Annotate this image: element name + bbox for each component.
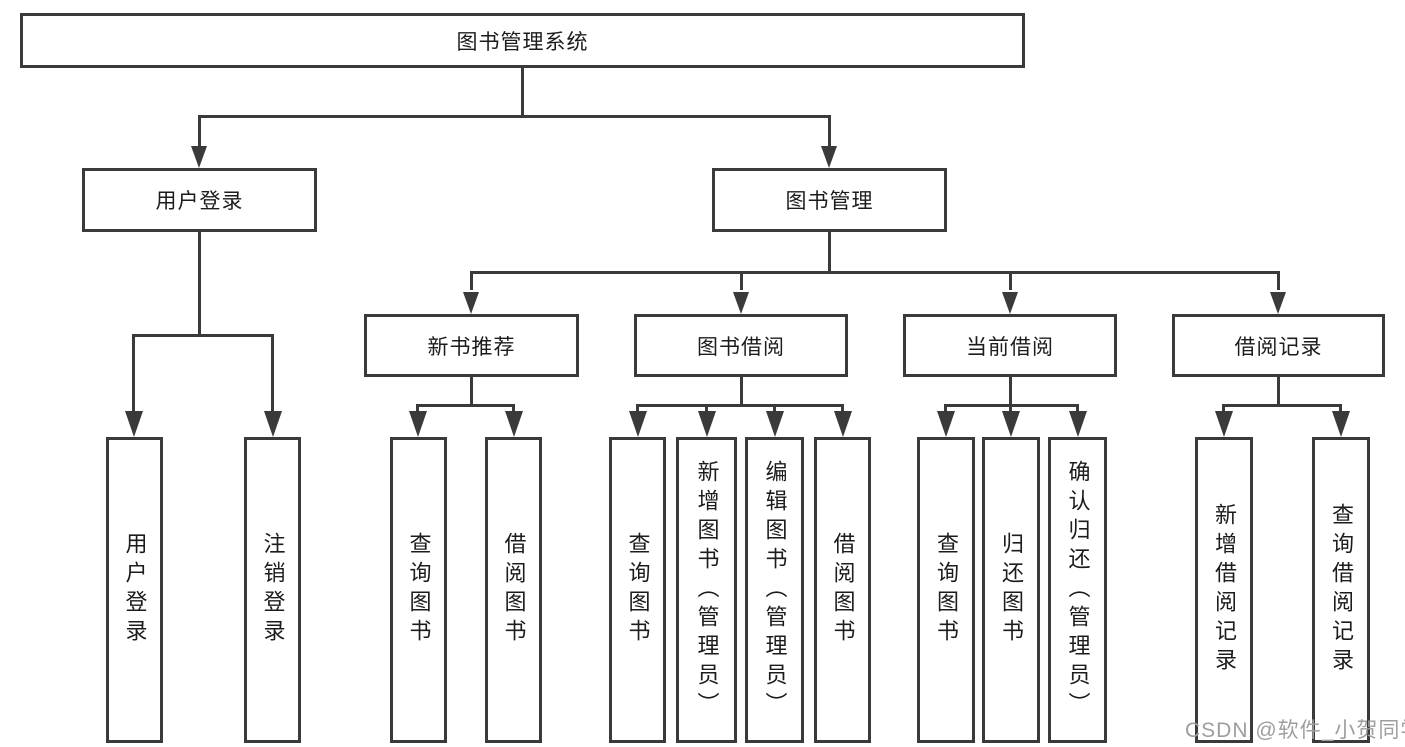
arrow-down-icon	[937, 411, 955, 437]
leaf-cb-query-books: 查询图书	[917, 437, 975, 743]
leaf-nb-borrow-books: 借阅图书	[485, 437, 542, 743]
arrow-down-icon	[766, 411, 784, 437]
arrow-down-icon	[1270, 292, 1286, 314]
node-current-borrow: 当前借阅	[903, 314, 1117, 377]
connector-drop-current-borrow	[1009, 271, 1012, 290]
connector-br-stem	[1277, 377, 1280, 406]
arrow-down-icon	[733, 292, 749, 314]
leaf-user-login-action: 用户登录	[106, 437, 163, 743]
connector-drop-borrow-records	[1277, 271, 1280, 290]
node-book-borrow: 图书借阅	[634, 314, 848, 377]
leaf-bb-add-books-admin-label: 新增图书（管理员）	[694, 459, 720, 721]
leaf-bb-edit-books-admin: 编辑图书（管理员）	[745, 437, 804, 743]
leaf-bb-query-books: 查询图书	[609, 437, 666, 743]
arrow-down-icon	[1069, 411, 1087, 437]
leaf-cb-confirm-return-admin: 确认归还（管理员）	[1048, 437, 1107, 743]
leaf-user-login-action-label: 用户登录	[122, 532, 148, 648]
node-user-login: 用户登录	[82, 168, 317, 232]
connector-drop-nb-query	[416, 404, 419, 413]
connector-nb-split	[416, 404, 515, 407]
connector-drop-new-books	[470, 271, 473, 290]
node-book-mgmt: 图书管理	[712, 168, 947, 232]
node-new-books-label: 新书推荐	[427, 335, 516, 359]
arrow-down-icon	[463, 292, 479, 314]
leaf-cb-query-books-label: 查询图书	[934, 532, 959, 648]
leaf-nb-query-books: 查询图书	[390, 437, 447, 743]
leaf-nb-query-books-label: 查询图书	[406, 532, 432, 648]
node-book-mgmt-label: 图书管理	[785, 190, 874, 213]
connector-cb-stem	[1009, 377, 1012, 406]
connector-drop-logout-leaf	[271, 334, 274, 411]
arrow-down-icon	[834, 411, 852, 437]
node-book-borrow-label: 图书借阅	[697, 335, 785, 359]
node-current-borrow-label: 当前借阅	[966, 335, 1054, 359]
leaf-cb-return-books: 归还图书	[982, 437, 1040, 743]
node-borrow-records-label: 借阅记录	[1234, 335, 1323, 359]
connector-drop-br-query	[1339, 404, 1342, 413]
connector-drop-bb-edit	[773, 404, 776, 413]
leaf-nb-borrow-books-label: 借阅图书	[501, 532, 527, 648]
leaf-br-query-record: 查询借阅记录	[1312, 437, 1370, 743]
arrow-down-icon	[629, 411, 647, 437]
connector-book-split	[470, 271, 1280, 274]
connector-drop-login-leaf	[132, 334, 135, 411]
leaf-bb-borrow-books-label: 借阅图书	[830, 532, 856, 648]
node-root-label: 图书管理系统	[456, 30, 589, 54]
connector-drop-bb-borrow	[841, 404, 844, 413]
connector-book-stem	[828, 232, 831, 273]
leaf-br-add-record-label: 新增借阅记录	[1212, 503, 1237, 677]
leaf-logout-action-label: 注销登录	[260, 532, 286, 648]
connector-drop-cb-return	[1009, 404, 1012, 413]
connector-bb-split	[636, 404, 843, 407]
arrow-down-icon	[125, 411, 143, 437]
connector-br-split	[1222, 404, 1342, 407]
arrow-down-icon	[1215, 411, 1233, 437]
connector-bb-stem	[740, 377, 743, 406]
leaf-cb-return-books-label: 归还图书	[999, 532, 1024, 648]
connector-root-stem	[521, 68, 524, 117]
connector-user-split	[132, 334, 274, 337]
connector-drop-cb-confirm	[1076, 404, 1079, 413]
leaf-br-add-record: 新增借阅记录	[1195, 437, 1253, 743]
connector-drop-br-add	[1222, 404, 1225, 413]
leaf-cb-confirm-return-admin-label: 确认归还（管理员）	[1065, 459, 1091, 721]
arrow-down-icon	[191, 146, 207, 168]
arrow-down-icon	[1332, 411, 1350, 437]
connector-drop-bb-query	[636, 404, 639, 413]
node-borrow-records: 借阅记录	[1172, 314, 1385, 377]
connector-drop-user-login	[198, 115, 201, 146]
connector-nb-stem	[470, 377, 473, 406]
arrow-down-icon	[505, 411, 523, 437]
leaf-logout-action: 注销登录	[244, 437, 301, 743]
connector-drop-bb-add	[705, 404, 708, 413]
leaf-bb-edit-books-admin-label: 编辑图书（管理员）	[762, 459, 788, 721]
arrow-down-icon	[821, 146, 837, 168]
connector-drop-book-borrow	[740, 271, 743, 290]
arrow-down-icon	[264, 411, 282, 437]
connector-drop-book-mgmt	[828, 115, 831, 146]
connector-user-stem	[198, 232, 201, 336]
csdn-watermark: CSDN @软件_小贺同学	[1185, 719, 1405, 742]
connector-drop-cb-query	[944, 404, 947, 413]
arrow-down-icon	[409, 411, 427, 437]
connector-root-split	[198, 115, 831, 118]
node-user-login-label: 用户登录	[155, 190, 244, 213]
leaf-bb-query-books-label: 查询图书	[625, 532, 651, 648]
arrow-down-icon	[698, 411, 716, 437]
leaf-bb-borrow-books: 借阅图书	[814, 437, 871, 743]
leaf-bb-add-books-admin: 新增图书（管理员）	[676, 437, 737, 743]
arrow-down-icon	[1002, 292, 1018, 314]
node-new-books: 新书推荐	[364, 314, 579, 377]
connector-drop-nb-borrow	[512, 404, 515, 413]
leaf-br-query-record-label: 查询借阅记录	[1329, 503, 1354, 677]
arrow-down-icon	[1002, 411, 1020, 437]
node-root: 图书管理系统	[20, 13, 1025, 68]
